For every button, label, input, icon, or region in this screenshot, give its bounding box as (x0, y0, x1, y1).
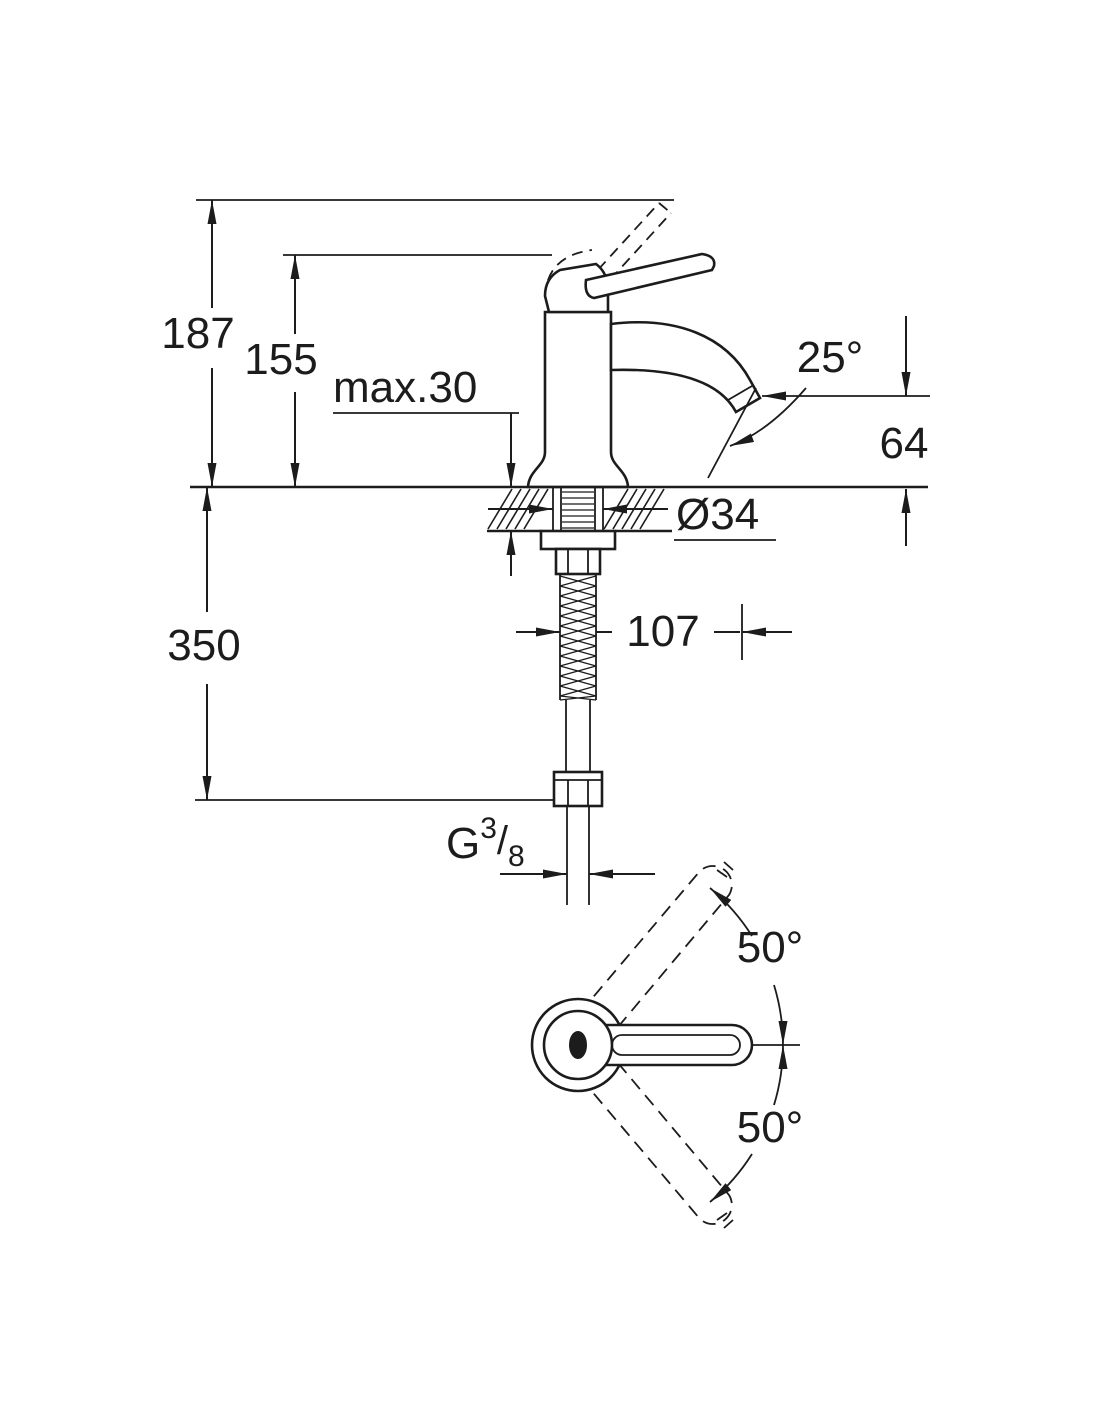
detail-line (559, 635, 597, 647)
dim-label-hose-length: 350 (167, 621, 240, 670)
faucet-side-view (190, 202, 928, 905)
faucet-lever (584, 252, 716, 300)
dim-label-spout-angle: 25° (797, 333, 864, 382)
detail-line (559, 625, 597, 637)
spout-angle-leader (729, 387, 807, 447)
stream-angle-line (707, 387, 757, 479)
detail-line (559, 645, 597, 657)
aerator-line (727, 385, 753, 401)
swivel-arc-upper-1 (709, 887, 753, 937)
detail-line (559, 665, 597, 677)
detail-line (559, 685, 597, 697)
mounting-nut (554, 547, 602, 576)
swivel-arc-lower-2 (709, 1153, 753, 1203)
detail-line (559, 585, 597, 597)
handle-dashed-lower (588, 1062, 733, 1225)
swivel-arc-lower-1 (773, 1044, 788, 1106)
detail-line (559, 575, 597, 587)
faucet-spout (609, 320, 762, 414)
dim-label-max-thickness: max.30 (333, 363, 477, 412)
handle-tip-ticks (716, 861, 734, 1229)
dim-label-overall-height: 187 (161, 309, 234, 358)
detail-line (559, 615, 597, 627)
mounting-washer (539, 529, 617, 551)
dim-label-spout-reach: 107 (626, 607, 699, 656)
dim-label-hole-diameter: Ø34 (676, 490, 759, 539)
detail-line (559, 655, 597, 667)
dim-label-outlet-height: 64 (880, 419, 929, 468)
dim-label-swivel-lower: 50° (737, 1103, 804, 1152)
dim-label-body-height: 155 (244, 335, 317, 384)
braided-hose (559, 574, 597, 701)
detail-line (559, 675, 597, 687)
detail-line (559, 605, 597, 617)
detail-line (559, 595, 597, 607)
swivel-arc-upper-2 (773, 984, 788, 1046)
hose-fitting-nut (552, 770, 604, 808)
cartridge-slot (569, 1031, 587, 1059)
dim-label-thread: G3/8 (446, 812, 525, 873)
faucet-top-view: 50° 50° (530, 861, 804, 1229)
detail-line (559, 695, 597, 701)
handle-dashed-upper (588, 865, 733, 1028)
dim-label-swivel-upper: 50° (737, 923, 804, 972)
dimensions-side-view: 187 155 max.30 25° 64 Ø34 350 107 (161, 199, 930, 879)
shank-threads (562, 491, 594, 529)
